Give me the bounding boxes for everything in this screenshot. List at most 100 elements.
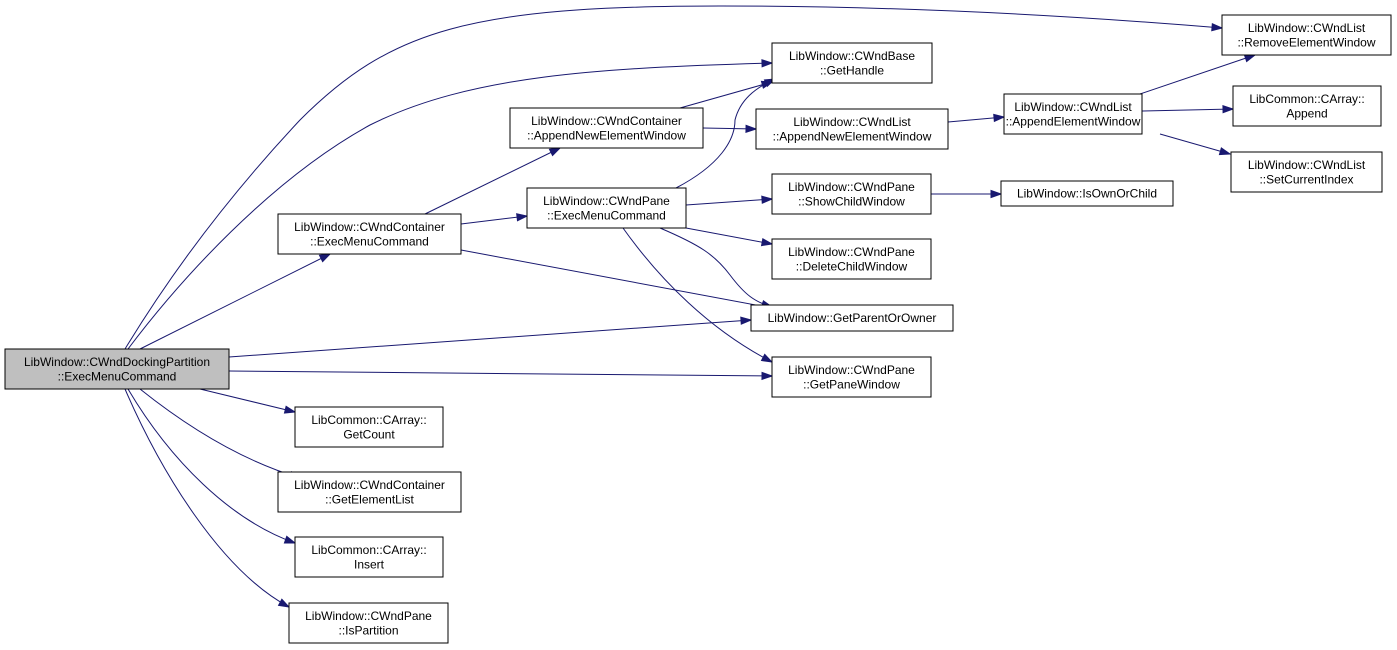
node-box bbox=[1000, 180, 1174, 207]
node-label-line: LibWindow::CWndDockingPartition bbox=[24, 355, 210, 369]
node-label-line: ::GetElementList bbox=[325, 492, 414, 506]
node-cwc-elist[interactable]: LibWindow::CWndContainer::GetElementList bbox=[277, 471, 462, 513]
node-label-line: LibWindow::CWndPane bbox=[543, 194, 670, 208]
node-box bbox=[771, 173, 932, 215]
node-label-line: LibCommon::CArray:: bbox=[1249, 92, 1364, 106]
node-cwp-ispart[interactable]: LibWindow::CWndPane::IsPartition bbox=[288, 602, 449, 644]
edge-cwc_exec-to-getparent bbox=[460, 249, 774, 311]
node-label-line: LibCommon::CArray:: bbox=[311, 413, 426, 427]
edge-line bbox=[659, 227, 773, 308]
node-isownorchild[interactable]: LibWindow::IsOwnOrChild bbox=[1000, 180, 1174, 207]
node-ca-insert[interactable]: LibCommon::CArray::Insert bbox=[294, 536, 444, 578]
edge-line bbox=[199, 388, 296, 413]
arrow-head-icon bbox=[1222, 105, 1235, 114]
node-label-line: ::ExecMenuCommand bbox=[58, 369, 177, 383]
edge-line bbox=[685, 198, 773, 206]
edge-cwl_appendnew-to-cwl_appendel bbox=[947, 113, 1006, 123]
node-box bbox=[771, 238, 932, 280]
node-label-line: ::AppendElementWindow bbox=[1006, 114, 1141, 128]
edge-root-to-cwp_ispart bbox=[124, 388, 291, 608]
node-cwl-remove[interactable]: LibWindow::CWndList::RemoveElementWindow bbox=[1221, 14, 1392, 56]
node-cwp-delete[interactable]: LibWindow::CWndPane::DeleteChildWindow bbox=[771, 238, 932, 280]
node-box bbox=[1230, 151, 1383, 193]
edge-line bbox=[127, 62, 773, 350]
arrow-head-icon bbox=[740, 316, 753, 325]
nodes-layer: LibWindow::CWndDockingPartition::ExecMen… bbox=[4, 14, 1392, 644]
edge-line bbox=[124, 5, 1223, 350]
edge-line bbox=[424, 147, 561, 215]
arrow-head-icon bbox=[990, 189, 1003, 199]
node-label-line: LibWindow::CWndPane bbox=[788, 180, 915, 194]
node-cwp-show[interactable]: LibWindow::CWndPane::ShowChildWindow bbox=[771, 173, 932, 215]
node-label-line: ::DeleteChildWindow bbox=[796, 259, 908, 273]
node-label-line: LibWindow::CWndList bbox=[793, 115, 911, 129]
edge-line bbox=[139, 253, 331, 350]
arrow-head-icon bbox=[760, 353, 774, 363]
edge-cwp_exec-to-cwp_show bbox=[685, 195, 774, 206]
node-cwl-appendnew[interactable]: LibWindow::CWndList::AppendNewElementWin… bbox=[755, 108, 949, 150]
node-cwb-handle[interactable]: LibWindow::CWndBase::GetHandle bbox=[771, 42, 933, 84]
node-label-line: GetCount bbox=[343, 427, 395, 441]
arrow-head-icon bbox=[1243, 54, 1257, 63]
arrow-head-icon bbox=[993, 113, 1006, 123]
arrow-head-icon bbox=[283, 535, 297, 544]
node-label-line: ::IsPartition bbox=[338, 623, 398, 637]
edge-root-to-cwc_exec bbox=[139, 253, 332, 350]
node-cwc-append[interactable]: LibWindow::CWndContainer::AppendNewEleme… bbox=[509, 107, 704, 149]
edge-line bbox=[1139, 54, 1256, 95]
node-box bbox=[526, 187, 687, 229]
node-box bbox=[277, 471, 462, 513]
node-label-line: LibWindow::CWndContainer bbox=[531, 114, 682, 128]
edge-root-to-cwb_handle bbox=[127, 59, 774, 350]
edge-cwp_exec-to-getparent bbox=[659, 227, 774, 309]
edge-line bbox=[460, 215, 528, 225]
node-cwl-appendel[interactable]: LibWindow::CWndList::AppendElementWindow bbox=[1003, 93, 1143, 135]
node-ca-append[interactable]: LibCommon::CArray::Append bbox=[1232, 85, 1382, 127]
edge-cwp_show-to-isownorchild bbox=[931, 189, 1003, 199]
arrow-head-icon bbox=[761, 371, 774, 381]
node-cwp-panewin[interactable]: LibWindow::CWndPane::GetPaneWindow bbox=[771, 356, 932, 398]
arrow-head-icon bbox=[1211, 22, 1224, 32]
node-label-line: LibWindow::CWndList bbox=[1014, 100, 1132, 114]
node-cwc-exec[interactable]: LibWindow::CWndContainer::ExecMenuComman… bbox=[277, 213, 462, 255]
node-box bbox=[1221, 14, 1392, 56]
node-label-line: ::AppendNewElementWindow bbox=[527, 128, 686, 142]
node-box bbox=[277, 213, 462, 255]
arrow-head-icon bbox=[760, 237, 774, 247]
node-box bbox=[1232, 85, 1382, 127]
node-box bbox=[755, 108, 949, 150]
node-box bbox=[750, 304, 954, 332]
node-ca-count[interactable]: LibCommon::CArray::GetCount bbox=[294, 406, 444, 448]
edge-root-to-getparent bbox=[228, 316, 753, 358]
node-label-line: Append bbox=[1286, 106, 1327, 120]
edge-line bbox=[127, 388, 296, 544]
node-box bbox=[509, 107, 704, 149]
node-box bbox=[4, 348, 230, 390]
node-box bbox=[771, 42, 933, 84]
node-label-line: LibWindow::CWndList bbox=[1248, 158, 1366, 172]
edge-cwc_append-to-cwb_handle bbox=[679, 80, 774, 109]
arrow-head-icon bbox=[761, 195, 774, 204]
node-box bbox=[771, 356, 932, 398]
edge-line bbox=[228, 370, 773, 377]
arrow-head-icon bbox=[761, 59, 774, 68]
edge-line bbox=[460, 249, 773, 309]
node-box bbox=[1003, 93, 1143, 135]
node-getparent[interactable]: LibWindow::GetParentOrOwner bbox=[750, 304, 954, 332]
edge-line bbox=[124, 388, 290, 608]
node-cwp-exec[interactable]: LibWindow::CWndPane::ExecMenuCommand bbox=[526, 187, 687, 229]
node-label-line: LibWindow::CWndPane bbox=[788, 363, 915, 377]
node-label-line: LibWindow::CWndBase bbox=[789, 49, 915, 63]
arrow-head-icon bbox=[1218, 147, 1232, 156]
edge-line bbox=[685, 227, 773, 245]
node-box bbox=[294, 406, 444, 448]
edge-root-to-ca_insert bbox=[127, 388, 297, 544]
node-root[interactable]: LibWindow::CWndDockingPartition::ExecMen… bbox=[4, 348, 230, 390]
edge-line bbox=[622, 227, 773, 363]
edge-cwc_append-to-cwl_appendnew bbox=[702, 124, 758, 134]
edge-root-to-cwl_remove bbox=[124, 5, 1224, 350]
arrow-head-icon bbox=[516, 213, 529, 222]
node-cwl-setidx[interactable]: LibWindow::CWndList::SetCurrentIndex bbox=[1230, 151, 1383, 193]
arrow-head-icon bbox=[283, 405, 297, 414]
